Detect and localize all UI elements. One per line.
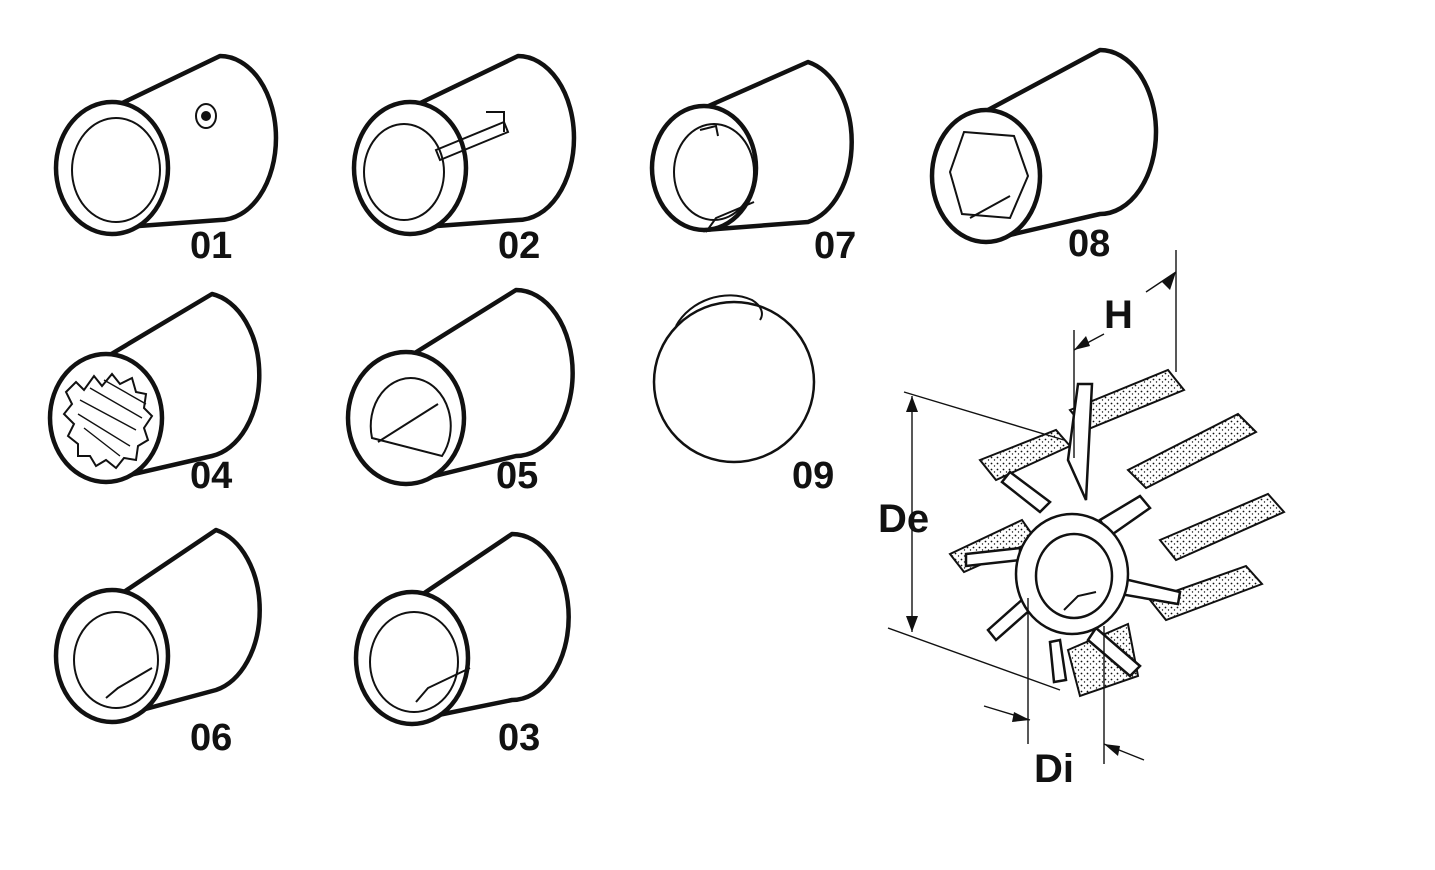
- hub-08: [929, 47, 1159, 245]
- hub-02: [351, 53, 577, 237]
- variant-label-05: 05: [496, 455, 538, 497]
- dimension-label-height: H: [1104, 293, 1133, 337]
- hub-07: [649, 59, 854, 233]
- hub-03: [353, 531, 571, 727]
- hub-05: [345, 287, 575, 487]
- dimension-label-outer-diameter: De: [878, 497, 929, 541]
- impeller-drawing: [887, 250, 1286, 764]
- variant-label-01: 01: [190, 225, 232, 267]
- variant-label-09: 09: [792, 455, 834, 497]
- hub-06: [53, 527, 262, 725]
- variant-label-08: 08: [1068, 223, 1110, 265]
- hub-01: [53, 53, 279, 237]
- hub-04: [47, 291, 262, 485]
- variant-label-07: 07: [814, 225, 856, 267]
- variant-label-06: 06: [190, 717, 232, 759]
- variant-label-04: 04: [190, 455, 232, 497]
- hub-09: [652, 294, 816, 464]
- variant-label-03: 03: [498, 717, 540, 759]
- dimension-label-inner-diameter: Di: [1034, 747, 1074, 791]
- variant-label-02: 02: [498, 225, 540, 267]
